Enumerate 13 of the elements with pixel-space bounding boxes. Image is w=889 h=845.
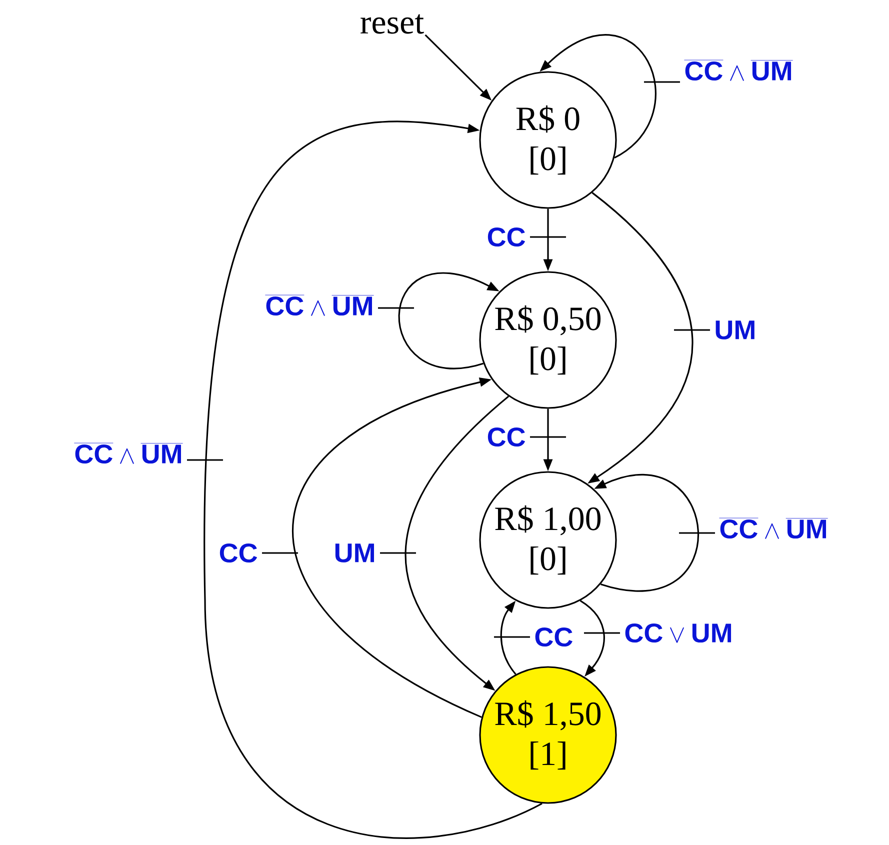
edge-label: $\mbox{UM}$ [716,320,754,340]
edge-label: $\overline{\mbox{CC}}\wedge\overline{\mbox{UM}}$ [74,443,183,464]
edge-label: $\mbox{UM}$ [335,544,374,562]
arrow [204,121,542,839]
edge-label: $\mbox{CC}$ [488,427,526,447]
edge-label: $\overline{\mbox{CC}}\wedge\overline{\mbox{UM}}$ [684,60,793,81]
edge-label: $\overline{\mbox{CC}}\wedge\overline{\mbox{UM}}$ [719,518,828,539]
edge-label: $\mbox{CC}$ [220,543,258,563]
edge-label: $\mbox{CC}$ [535,627,572,647]
edge-label: $\overline{\mbox{CC}}\wedge\overline{\mbox{UM}}$ [265,295,374,316]
start-label: reset [360,14,424,34]
edge-label: $\mbox{CC}$ [488,227,526,247]
edge-label: $\mbox{CC}\vee\mbox{UM}$ [625,623,732,643]
